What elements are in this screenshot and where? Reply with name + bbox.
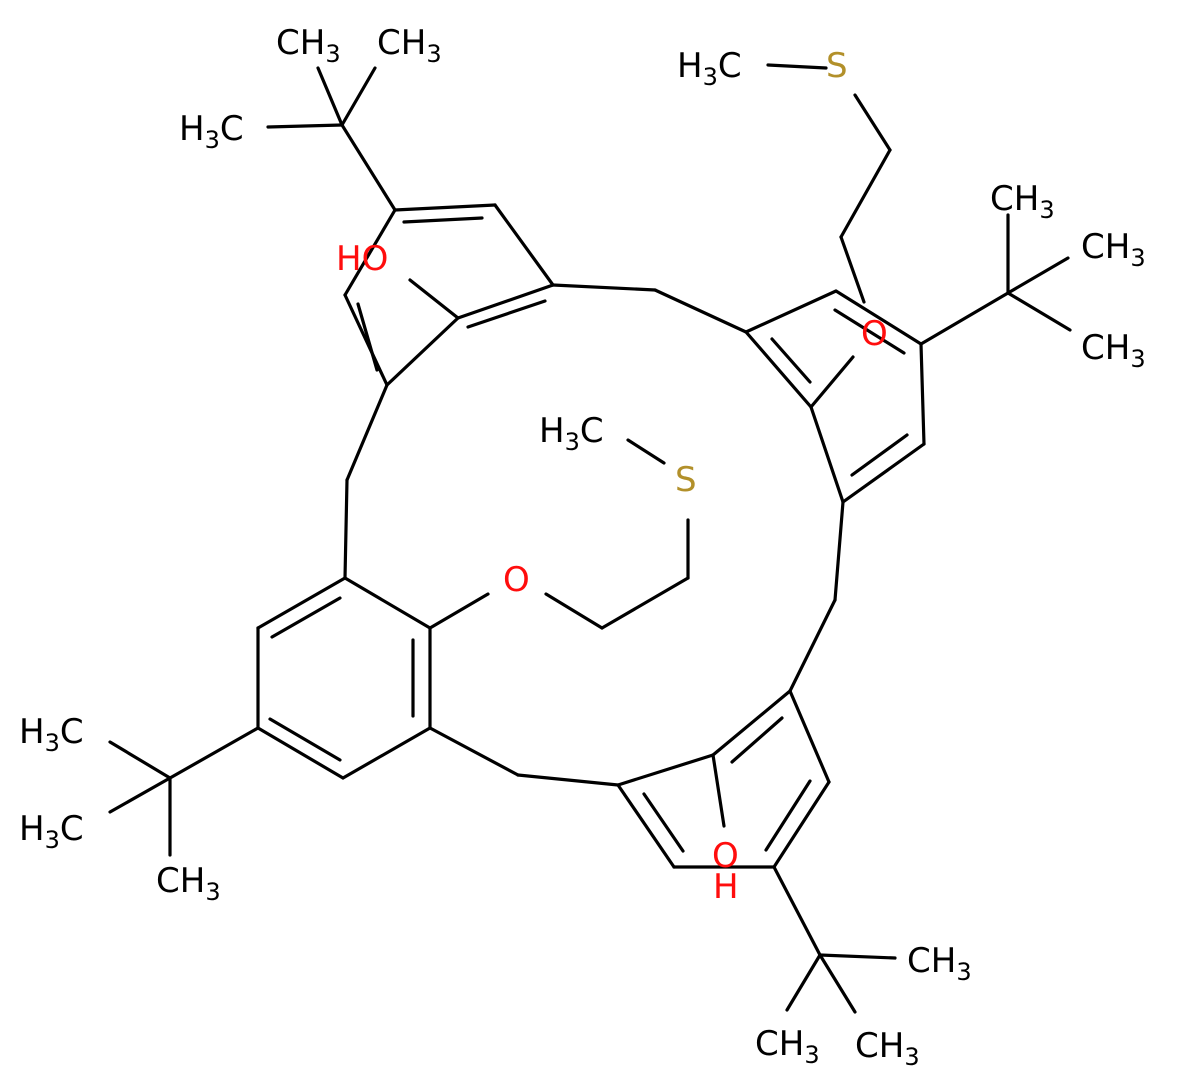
bond xyxy=(408,278,460,320)
bonds xyxy=(108,63,1072,1014)
bond xyxy=(711,689,792,757)
bond xyxy=(839,148,892,239)
methyl-label: H3C xyxy=(19,809,84,854)
bond xyxy=(340,123,397,212)
methyl-label: CH3 xyxy=(1081,328,1146,373)
bond xyxy=(919,291,1010,346)
bond xyxy=(343,478,349,580)
bond xyxy=(834,289,923,346)
bond xyxy=(1006,291,1072,332)
bond xyxy=(730,716,784,764)
bond xyxy=(772,865,822,957)
bond xyxy=(316,66,344,127)
bond xyxy=(818,953,857,1014)
oxygen-atom: O xyxy=(861,314,888,354)
bond xyxy=(343,576,432,630)
bond xyxy=(466,299,547,329)
bond xyxy=(616,783,676,869)
methyl-label: CH3 xyxy=(990,179,1055,224)
bond xyxy=(772,780,831,869)
bond xyxy=(744,289,838,334)
bond xyxy=(256,726,345,780)
bond xyxy=(343,293,389,387)
bond xyxy=(841,442,926,504)
sulfur-atom: S xyxy=(826,46,848,86)
bond xyxy=(833,308,906,355)
bond xyxy=(788,689,831,784)
bond xyxy=(268,717,342,762)
methyl-label: CH3 xyxy=(377,23,442,68)
bond xyxy=(493,203,555,287)
bond xyxy=(766,63,828,70)
bond xyxy=(809,405,845,504)
methyl-label: H3C xyxy=(179,109,244,154)
bond xyxy=(809,355,855,409)
bond xyxy=(626,438,666,465)
bond xyxy=(270,596,342,639)
methyl-label: CH3 xyxy=(1081,227,1146,272)
bond xyxy=(853,93,892,152)
bond xyxy=(428,726,520,777)
bond xyxy=(393,203,497,212)
bond xyxy=(642,792,685,853)
bond xyxy=(616,753,715,787)
sulfur-atom: S xyxy=(675,460,697,500)
oxygen-atom: O xyxy=(712,836,739,876)
bond xyxy=(833,500,845,602)
methyl-label: CH3 xyxy=(755,1024,820,1069)
bond xyxy=(266,123,344,129)
bond xyxy=(345,383,389,482)
bond xyxy=(108,776,172,814)
methyl-label: H3C xyxy=(539,411,604,456)
bond xyxy=(356,302,379,372)
bond xyxy=(818,953,897,960)
methyl-label: CH3 xyxy=(156,861,221,906)
bond xyxy=(456,283,555,320)
bond xyxy=(788,598,837,693)
methyl-label: CH3 xyxy=(907,941,972,986)
bond xyxy=(711,753,726,828)
bond xyxy=(341,726,432,780)
bond xyxy=(653,288,748,334)
bond xyxy=(256,576,347,630)
bond xyxy=(168,726,260,780)
bond xyxy=(1006,256,1070,295)
bond xyxy=(340,66,377,127)
bond xyxy=(108,740,172,780)
bond xyxy=(850,433,909,477)
methyl-label: CH3 xyxy=(855,1026,920,1071)
bond xyxy=(385,316,460,387)
methyl-label: H3C xyxy=(677,46,742,91)
bond xyxy=(551,283,657,292)
hydroxyl-label: HO xyxy=(336,239,388,279)
bond xyxy=(402,216,484,224)
methyl-label: H3C xyxy=(19,712,84,757)
bond xyxy=(839,235,866,304)
methyl-label: CH3 xyxy=(276,23,341,68)
bond xyxy=(919,342,926,446)
bond xyxy=(764,779,812,852)
bond xyxy=(600,576,690,630)
bond xyxy=(785,953,822,1012)
bond xyxy=(516,773,620,787)
bond xyxy=(744,330,813,409)
bond xyxy=(770,337,812,384)
oxygen-atom: O xyxy=(503,560,530,600)
bond xyxy=(343,208,397,297)
bond xyxy=(544,592,604,630)
hydrogen-atom: H xyxy=(713,867,739,907)
bond xyxy=(428,592,490,630)
